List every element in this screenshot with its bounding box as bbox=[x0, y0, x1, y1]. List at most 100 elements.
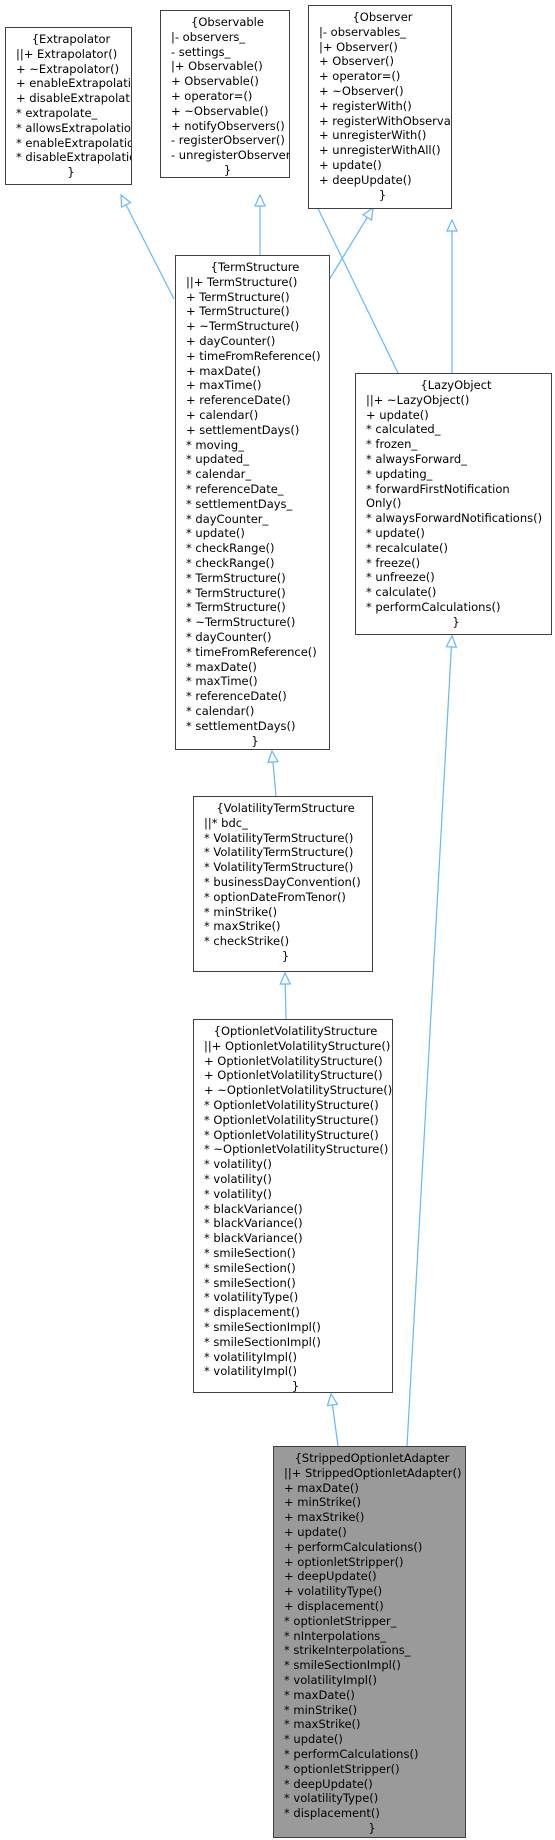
class-member: * volatility() bbox=[204, 1171, 272, 1186]
class-member: * volatility() bbox=[204, 1186, 272, 1201]
class-node-lazyobject[interactable]: {LazyObject||+ ~LazyObject()+ update()* … bbox=[355, 373, 552, 635]
class-member: * maxDate() bbox=[186, 659, 257, 674]
class-title: {StrippedOptionletAdapter bbox=[294, 1451, 450, 1465]
class-member: * allowsExtrapolation() bbox=[16, 120, 131, 135]
class-member: * recalculate() bbox=[366, 540, 448, 555]
edge-arrowhead bbox=[446, 218, 458, 232]
class-member: + update() bbox=[319, 157, 382, 172]
class-member: + settlementDays() bbox=[186, 422, 300, 437]
class-close-brace: } bbox=[251, 733, 259, 748]
inheritance-edge-termstructure-to-observable bbox=[254, 193, 266, 255]
class-member: |+ Observable() bbox=[171, 59, 263, 74]
class-member: * dayCounter() bbox=[186, 629, 272, 644]
member-list: |- observables_|+ Observer()+ Observer()… bbox=[319, 24, 451, 188]
class-member: + dayCounter() bbox=[186, 333, 276, 348]
edge-arrowhead bbox=[120, 193, 132, 209]
class-member: * volatilityType() bbox=[284, 1791, 379, 1806]
class-title: {Observable bbox=[191, 15, 264, 29]
class-close-brace: } bbox=[378, 187, 387, 202]
class-close-brace: } bbox=[291, 1379, 300, 1393]
class-close-brace: } bbox=[223, 162, 232, 177]
inheritance-edge-termstructure-to-observer bbox=[328, 206, 374, 281]
class-node-optionletvolatilitystructure[interactable]: {OptionletVolatilityStructure||+ Optionl… bbox=[193, 1019, 393, 1393]
class-member: * volatility() bbox=[204, 1157, 272, 1172]
class-node-volatilitytermstructure[interactable]: {VolatilityTermStructure||* bdc_* Volati… bbox=[193, 796, 373, 972]
class-member: * minStrike() bbox=[284, 1702, 358, 1717]
class-member: + maxStrike() bbox=[284, 1510, 365, 1525]
class-close-brace: } bbox=[281, 948, 290, 963]
class-member: * updating_ bbox=[366, 466, 433, 481]
class-member: + update() bbox=[284, 1524, 347, 1539]
edge-arrowhead bbox=[267, 749, 279, 764]
class-member: + unregisterWith() bbox=[319, 128, 427, 143]
class-member: + ~TermStructure() bbox=[186, 319, 300, 334]
class-member: - settings_ bbox=[171, 44, 231, 59]
member-list: ||+ TermStructure()+ TermStructure()+ Te… bbox=[186, 275, 324, 734]
class-member: * nInterpolations_ bbox=[284, 1628, 387, 1643]
class-member: * blackVariance() bbox=[204, 1231, 303, 1246]
class-member: * displacement() bbox=[284, 1806, 380, 1821]
member-list: ||+ OptionletVolatilityStructure()+ Opti… bbox=[204, 1038, 392, 1379]
class-member: + Observable() bbox=[171, 74, 259, 89]
class-member: * referenceDate_ bbox=[186, 481, 284, 496]
class-node-extrapolator[interactable]: {Extrapolator||+ Extrapolator()+ ~Extrap… bbox=[5, 27, 132, 185]
class-member: + registerWithObservables() bbox=[319, 113, 451, 128]
class-member: + maxDate() bbox=[186, 363, 261, 378]
edge-line bbox=[328, 207, 374, 281]
class-member: * deepUpdate() bbox=[284, 1776, 373, 1791]
class-member: * optionDateFromTenor() bbox=[204, 889, 346, 904]
class-member: + referenceDate() bbox=[186, 393, 291, 408]
class-member: ||+ ~LazyObject() bbox=[366, 392, 470, 407]
class-member: * optionletStripper_ bbox=[284, 1613, 397, 1628]
class-member: * smileSection() bbox=[204, 1245, 296, 1260]
class-title: {OptionletVolatilityStructure bbox=[213, 1024, 378, 1038]
class-member: * smileSectionImpl() bbox=[284, 1658, 401, 1673]
class-member: + unregisterWithAll() bbox=[319, 143, 441, 158]
class-member: + deepUpdate() bbox=[319, 172, 412, 187]
edge-arrowhead bbox=[279, 971, 292, 985]
class-member: * volatilityImpl() bbox=[204, 1364, 297, 1379]
class-close-brace: } bbox=[67, 165, 75, 180]
class-close-brace: } bbox=[368, 1820, 376, 1835]
member-list: |- observers_- settings_|+ Observable()+… bbox=[171, 29, 290, 163]
class-member: * volatilityImpl() bbox=[204, 1349, 297, 1364]
class-member: * maxDate() bbox=[284, 1687, 355, 1702]
class-node-strippedoptionletadapter[interactable]: {StrippedOptionletAdapter||+ StrippedOpt… bbox=[273, 1446, 466, 1838]
class-member: - unregisterObserver() bbox=[171, 148, 290, 163]
class-member: + volatilityType() bbox=[284, 1584, 383, 1599]
class-node-observer[interactable]: {Observer|- observables_|+ Observer()+ O… bbox=[308, 5, 452, 209]
class-member: * frozen_ bbox=[366, 437, 418, 452]
class-member: |- observers_ bbox=[171, 29, 246, 44]
member-list: ||+ StrippedOptionletAdapter()+ maxDate(… bbox=[284, 1466, 462, 1821]
class-member: + notifyObservers() bbox=[171, 118, 285, 133]
class-member: * calculate() bbox=[366, 585, 437, 600]
class-member: ||+ OptionletVolatilityStructure() bbox=[204, 1038, 391, 1053]
class-member: * TermStructure() bbox=[186, 585, 286, 600]
class-member: + enableExtrapolation() bbox=[16, 76, 131, 91]
class-member: * TermStructure() bbox=[186, 570, 286, 585]
class-member: + maxDate() bbox=[284, 1480, 359, 1495]
edge-line bbox=[406, 635, 453, 1447]
class-member: * extrapolate_ bbox=[16, 105, 98, 120]
edge-arrowhead bbox=[445, 634, 458, 648]
class-member: + performCalculations() bbox=[284, 1539, 423, 1554]
class-member: + registerWith() bbox=[319, 98, 412, 113]
member-list: ||+ ~LazyObject()+ update()* calculated_… bbox=[366, 393, 546, 615]
class-member: |- observables_ bbox=[319, 24, 406, 39]
class-node-observable[interactable]: {Observable|- observers_- settings_|+ Ob… bbox=[160, 10, 290, 178]
class-member: * OptionletVolatilityStructure() bbox=[204, 1097, 379, 1112]
edge-line bbox=[120, 194, 175, 300]
class-member: * optionletStripper() bbox=[284, 1761, 400, 1776]
class-member: * maxTime() bbox=[186, 674, 258, 689]
class-member: * update() bbox=[186, 526, 245, 541]
class-member: + maxTime() bbox=[186, 378, 262, 393]
class-node-termstructure[interactable]: {TermStructure||+ TermStructure()+ TermS… bbox=[175, 255, 330, 750]
class-member: ||+ TermStructure() bbox=[186, 274, 298, 289]
class-member: * smileSection() bbox=[204, 1260, 296, 1275]
class-member: * ~OptionletVolatilityStructure() bbox=[204, 1142, 389, 1157]
class-member: + ~Extrapolator() bbox=[16, 61, 120, 76]
class-member: - registerObserver() bbox=[171, 133, 285, 148]
inheritance-edge-termstructure-to-extrapolator bbox=[120, 193, 175, 300]
class-member: * VolatilityTermStructure() bbox=[204, 830, 354, 845]
